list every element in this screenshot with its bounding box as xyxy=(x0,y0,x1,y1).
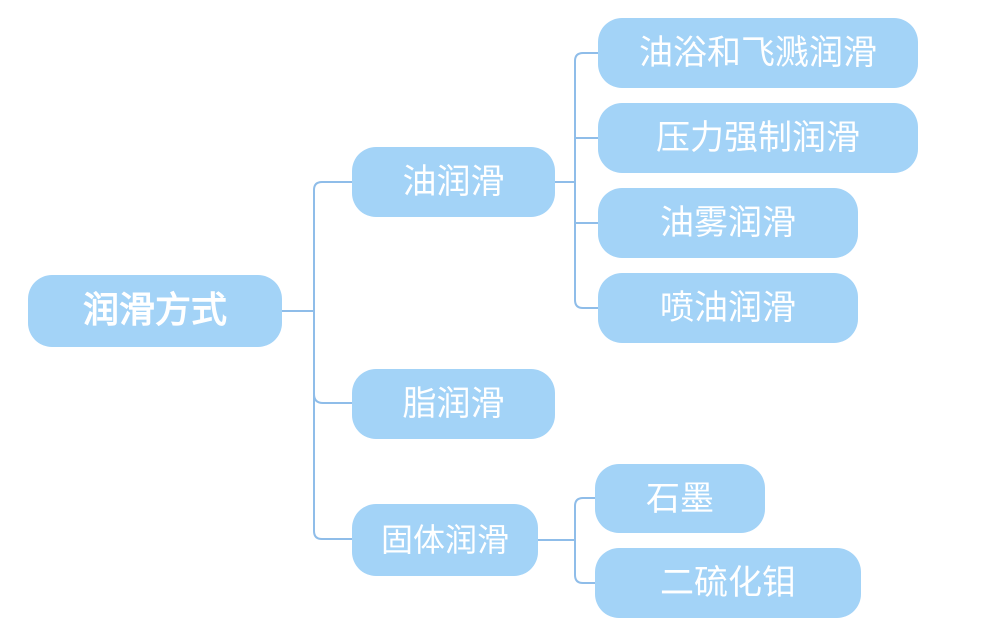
mindmap-node-oil-lubrication[interactable]: 油润滑 xyxy=(352,147,555,217)
mindmap-node-molybdenum-disulfide[interactable]: 二硫化钼 xyxy=(595,548,861,618)
mindmap-node-root[interactable]: 润滑方式 xyxy=(28,275,282,347)
mindmap-node-pressure-forced[interactable]: 压力强制润滑 xyxy=(598,103,918,173)
connector-grease-branch xyxy=(313,393,353,404)
mindmap-node-grease-lubrication[interactable]: 脂润滑 xyxy=(352,369,555,439)
connector-solid-children-trunk xyxy=(574,497,596,584)
mindmap-node-oil-mist[interactable]: 油雾润滑 xyxy=(598,188,858,258)
mindmap-node-oil-bath-splash[interactable]: 油浴和飞溅润滑 xyxy=(598,18,918,88)
mindmap-node-graphite[interactable]: 石墨 xyxy=(595,464,765,533)
mindmap-node-oil-spray[interactable]: 喷油润滑 xyxy=(598,273,858,343)
mindmap-node-solid-lubrication[interactable]: 固体润滑 xyxy=(352,504,538,576)
connector-level1-trunk xyxy=(313,181,353,540)
connector-oil-children-trunk xyxy=(574,52,599,309)
